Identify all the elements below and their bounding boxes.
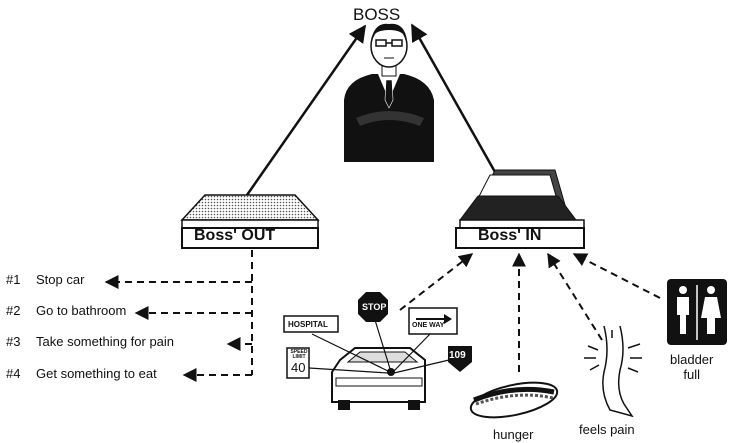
task-number: #2	[6, 303, 21, 318]
restroom-sign-icon	[667, 279, 727, 345]
task-item: #2 Go to bathroom	[6, 303, 126, 318]
arrow-out-to-boss	[245, 24, 367, 196]
speed-limit-line1: SPEED	[290, 349, 308, 355]
task-item: #3 Take something for pain	[6, 334, 174, 349]
speed-limit-sign	[286, 347, 310, 379]
route-shield	[448, 346, 472, 372]
one-way-sign-text: ONE WAY	[412, 322, 445, 329]
leg-pain-icon	[584, 325, 642, 418]
sign-pointers	[308, 319, 450, 374]
stop-sign-text: STOP	[362, 302, 387, 312]
task-text: Get something to eat	[36, 366, 157, 381]
task-number: #3	[6, 334, 21, 349]
sandwich-icon	[469, 381, 559, 419]
task-item: #4 Get something to eat	[6, 366, 157, 381]
bladder-label-line2: full	[683, 367, 700, 382]
hospital-sign-text: HOSPITAL	[288, 320, 328, 329]
task-number: #1	[6, 272, 21, 287]
speed-limit-value: 40	[291, 360, 306, 375]
in-connectors	[399, 252, 661, 372]
in-tray-label: Boss' IN	[478, 227, 542, 244]
task-text: Go to bathroom	[36, 303, 127, 318]
boss-label: BOSS	[353, 5, 401, 24]
arrow-boss-to-in	[410, 23, 497, 173]
one-way-sign	[408, 307, 458, 335]
one-way-arrow-icon	[416, 314, 452, 324]
pain-label: feels pain	[579, 422, 635, 437]
task-number: #4	[6, 366, 21, 381]
in-tray	[455, 169, 585, 249]
out-tray	[180, 194, 320, 249]
boss-figure	[344, 23, 434, 162]
route-number: 109	[449, 350, 466, 361]
speed-limit-line2: LIMIT	[292, 354, 306, 360]
bladder-label-line1: bladder	[670, 352, 714, 367]
task-text: Take something for pain	[36, 334, 175, 349]
hospital-sign	[283, 315, 339, 333]
out-connectors	[104, 250, 253, 382]
task-text: Stop car	[36, 272, 85, 287]
stop-sign	[358, 292, 388, 322]
task-item: #1 Stop car	[6, 272, 84, 287]
car-illustration	[331, 347, 426, 410]
hunger-label: hunger	[493, 427, 534, 442]
out-tray-label: Boss' OUT	[194, 227, 276, 244]
